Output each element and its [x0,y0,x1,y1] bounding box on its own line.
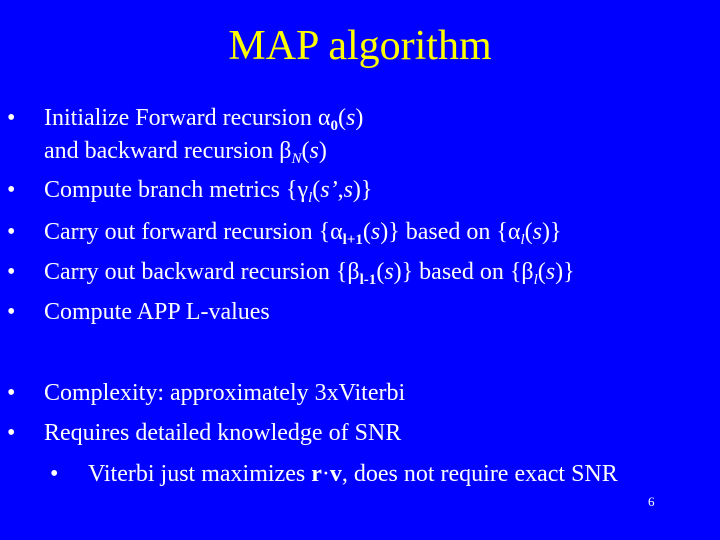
text-run: ( [524,219,533,245]
text-run: Carry out backward recursion { [44,259,348,285]
text-run: β [279,138,292,164]
text-run: · [321,461,330,487]
slide-title: MAP algorithm [228,23,492,69]
bullet-marker: • [7,177,16,203]
text-run: ( [537,259,546,285]
bullet-text: Complexity: approximately 3xViterbi [44,378,405,408]
text-run: , does not require exact SNR [341,461,618,487]
text-run: ( [312,177,321,203]
text-run: s [309,138,319,164]
text-run: s [370,219,381,245]
text-run: Requires detailed knowledge of SNR [44,420,402,446]
bullet-text: Carry out backward recursion {βl-1(s)} b… [44,257,575,288]
bullet-text: Requires detailed knowledge of SNR [44,418,401,448]
text-run: )} [555,259,575,285]
subscript: l+1 [342,232,363,248]
text-run: )} [352,177,373,203]
subscript: l-1 [359,272,377,288]
sub-bullet-text: Viterbi just maximizes r·v, does not req… [88,459,618,489]
text-run: ( [362,219,371,245]
page-number: 6 [648,494,655,509]
sub-bullet-item: • Viterbi just maximizes r·v, does not re… [0,459,720,489]
text-run: α [317,105,331,131]
text-run: Carry out forward recursion { [44,219,331,245]
bullet-item: • Initialize Forward recursion α0(s) [0,103,720,134]
text-run: s [343,177,353,203]
bullet-text: and backward recursion βN(s) [44,136,327,167]
text-run: α [507,219,521,245]
text-run: ) [355,105,364,131]
bullet-item: and backward recursion βN(s) [0,136,720,167]
bullet-text: Compute APP L-values [44,297,270,327]
bullet-item: • Compute branch metrics {γl(s’,s)} [0,175,720,206]
text-run: s [545,259,556,285]
text-run: )} based on { [380,219,508,245]
text-run: and backward recursion [44,138,280,164]
bullet-text: Carry out forward recursion {αl+1(s)} ba… [44,217,562,248]
text-run: β [347,259,360,285]
bullet-text: Compute branch metrics {γl(s’,s)} [44,175,373,206]
text-run: s’ [320,177,338,203]
text-run: s [384,259,394,285]
bullet-item: • Requires detailed knowledge of SNR [0,418,720,448]
text-run: ( [376,259,385,285]
bullet-item: • Complexity: approximately 3xViterbi [0,378,720,408]
bullet-item: • Compute APP L-values [0,297,720,327]
subscript: l [520,232,525,248]
text-run: , [337,177,344,203]
bullet-text: Initialize Forward recursion α0(s) [44,103,364,134]
text-run: s [345,105,356,131]
text-run: Complexity: approximately 3xViterbi [44,380,406,406]
text-run: ( [301,138,310,164]
bullet-marker: • [7,380,16,406]
subscript: l [308,190,313,206]
bullet-marker: • [7,105,16,131]
text-run: Compute APP L-values [44,299,270,325]
text-run: ) [318,138,327,164]
text-run: γ [297,177,309,203]
subscript: 0 [330,118,338,134]
bullet-item: •Carry out backward recursion {βl-1(s)} … [0,257,720,288]
text-run: v [329,461,342,487]
text-run: ( [337,105,346,131]
text-run: r [311,461,322,487]
subscript: l [533,272,538,288]
text-run: )} based on { [393,259,522,285]
bullet-marker: • [7,299,16,325]
sub-bullet-marker: • [50,461,59,487]
text-run: Viterbi just maximizes [88,461,312,487]
bullet-item: •Carry out forward recursion {αl+1(s)} b… [0,217,720,248]
text-run: Compute branch metrics { [44,177,298,203]
subscript: N [291,151,302,167]
bullet-marker: • [7,219,16,245]
text-run: )} [542,219,562,245]
text-run: β [521,259,534,285]
text-run: Initialize Forward recursion [44,105,318,131]
text-run: α [330,219,343,245]
text-run: s [532,219,543,245]
bullet-marker: • [7,259,16,285]
bullet-marker: • [7,420,16,446]
